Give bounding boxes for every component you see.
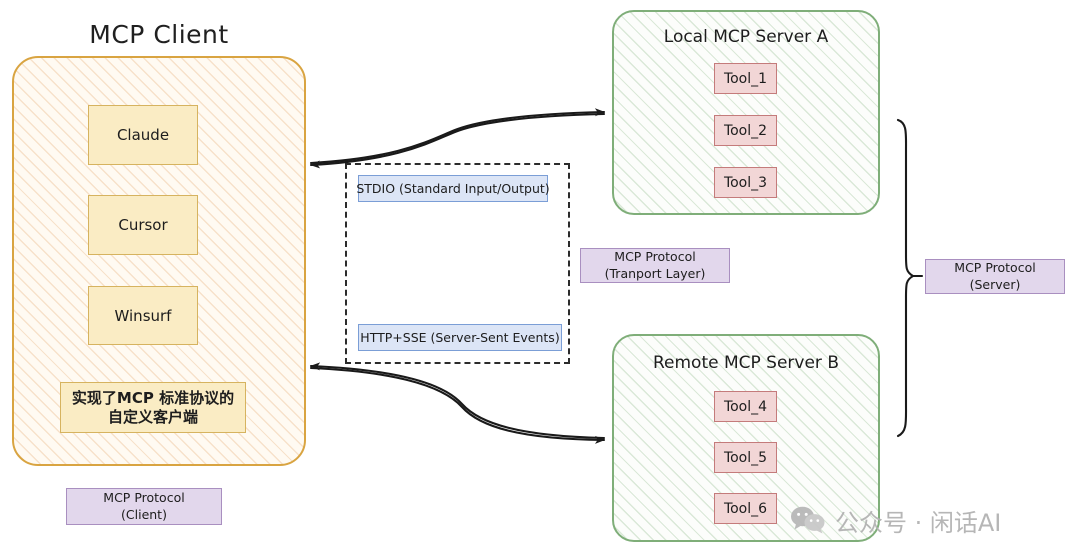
transport-sse-box[interactable]: HTTP+SSE (Server-Sent Events) — [358, 324, 562, 351]
tool-box-tool-1[interactable]: Tool_1 — [714, 63, 777, 94]
mcp-protocol-client-line2: (Client) — [121, 506, 167, 522]
custom-client-box[interactable]: 实现了MCP 标准协议的 自定义客户端 — [60, 382, 246, 433]
page-title: MCP Client — [89, 20, 229, 49]
mcp-protocol-transport-label: MCP Protocol (Tranport Layer) — [580, 248, 730, 283]
tool-2-label: Tool_2 — [723, 122, 768, 139]
transport-stdio-label: STDIO (Standard Input/Output) — [356, 181, 550, 196]
remote-mcp-server-b-title: Remote MCP Server B — [652, 353, 839, 373]
arrow-client-to-local-server — [309, 108, 606, 169]
mcp-protocol-server-label: MCP Protocol (Server) — [925, 259, 1065, 294]
transport-sse-label: HTTP+SSE (Server-Sent Events) — [360, 330, 560, 345]
mcp-protocol-transport-line1: MCP Protocol — [614, 248, 696, 264]
client-app-winsurf[interactable]: Winsurf — [88, 286, 198, 345]
watermark: 公众号 · 闲话AI — [790, 500, 1001, 540]
mcp-protocol-client-label: MCP Protocol (Client) — [66, 488, 222, 525]
mcp-protocol-server-line1: MCP Protocol — [954, 259, 1036, 275]
arrow-client-to-remote-server — [309, 362, 606, 444]
transport-stdio-box[interactable]: STDIO (Standard Input/Output) — [356, 175, 550, 202]
tool-1-label: Tool_1 — [723, 70, 768, 87]
tool-box-tool-5[interactable]: Tool_5 — [714, 442, 777, 473]
client-app-winsurf-label: Winsurf — [114, 306, 172, 325]
client-app-claude[interactable]: Claude — [88, 105, 198, 165]
tool-box-tool-6[interactable]: Tool_6 — [714, 493, 777, 524]
tool-5-label: Tool_5 — [723, 449, 768, 466]
client-app-cursor-label: Cursor — [118, 216, 168, 234]
custom-client-line1: 实现了MCP 标准协议的 — [71, 389, 235, 408]
tool-box-tool-4[interactable]: Tool_4 — [714, 391, 777, 422]
server-group-brace — [896, 118, 924, 438]
tool-box-tool-3[interactable]: Tool_3 — [714, 167, 777, 198]
tool-6-label: Tool_6 — [723, 500, 768, 517]
local-mcp-server-a-title: Local MCP Server A — [663, 27, 829, 47]
mcp-protocol-client-line1: MCP Protocol — [103, 489, 185, 505]
mcp-protocol-transport-line2: (Tranport Layer) — [604, 265, 706, 281]
tool-4-label: Tool_4 — [723, 398, 768, 415]
custom-client-line2: 自定义客户端 — [107, 407, 198, 426]
remote-mcp-server-b-container — [612, 334, 880, 542]
watermark-text: 公众号 · 闲话AI — [835, 508, 1002, 537]
tool-box-tool-2[interactable]: Tool_2 — [714, 115, 777, 146]
wechat-icon — [791, 506, 825, 534]
client-app-cursor[interactable]: Cursor — [88, 195, 198, 255]
client-app-claude-label: Claude — [116, 126, 170, 144]
tool-3-label: Tool_3 — [723, 174, 768, 191]
mcp-protocol-server-line2: (Server) — [969, 276, 1021, 292]
